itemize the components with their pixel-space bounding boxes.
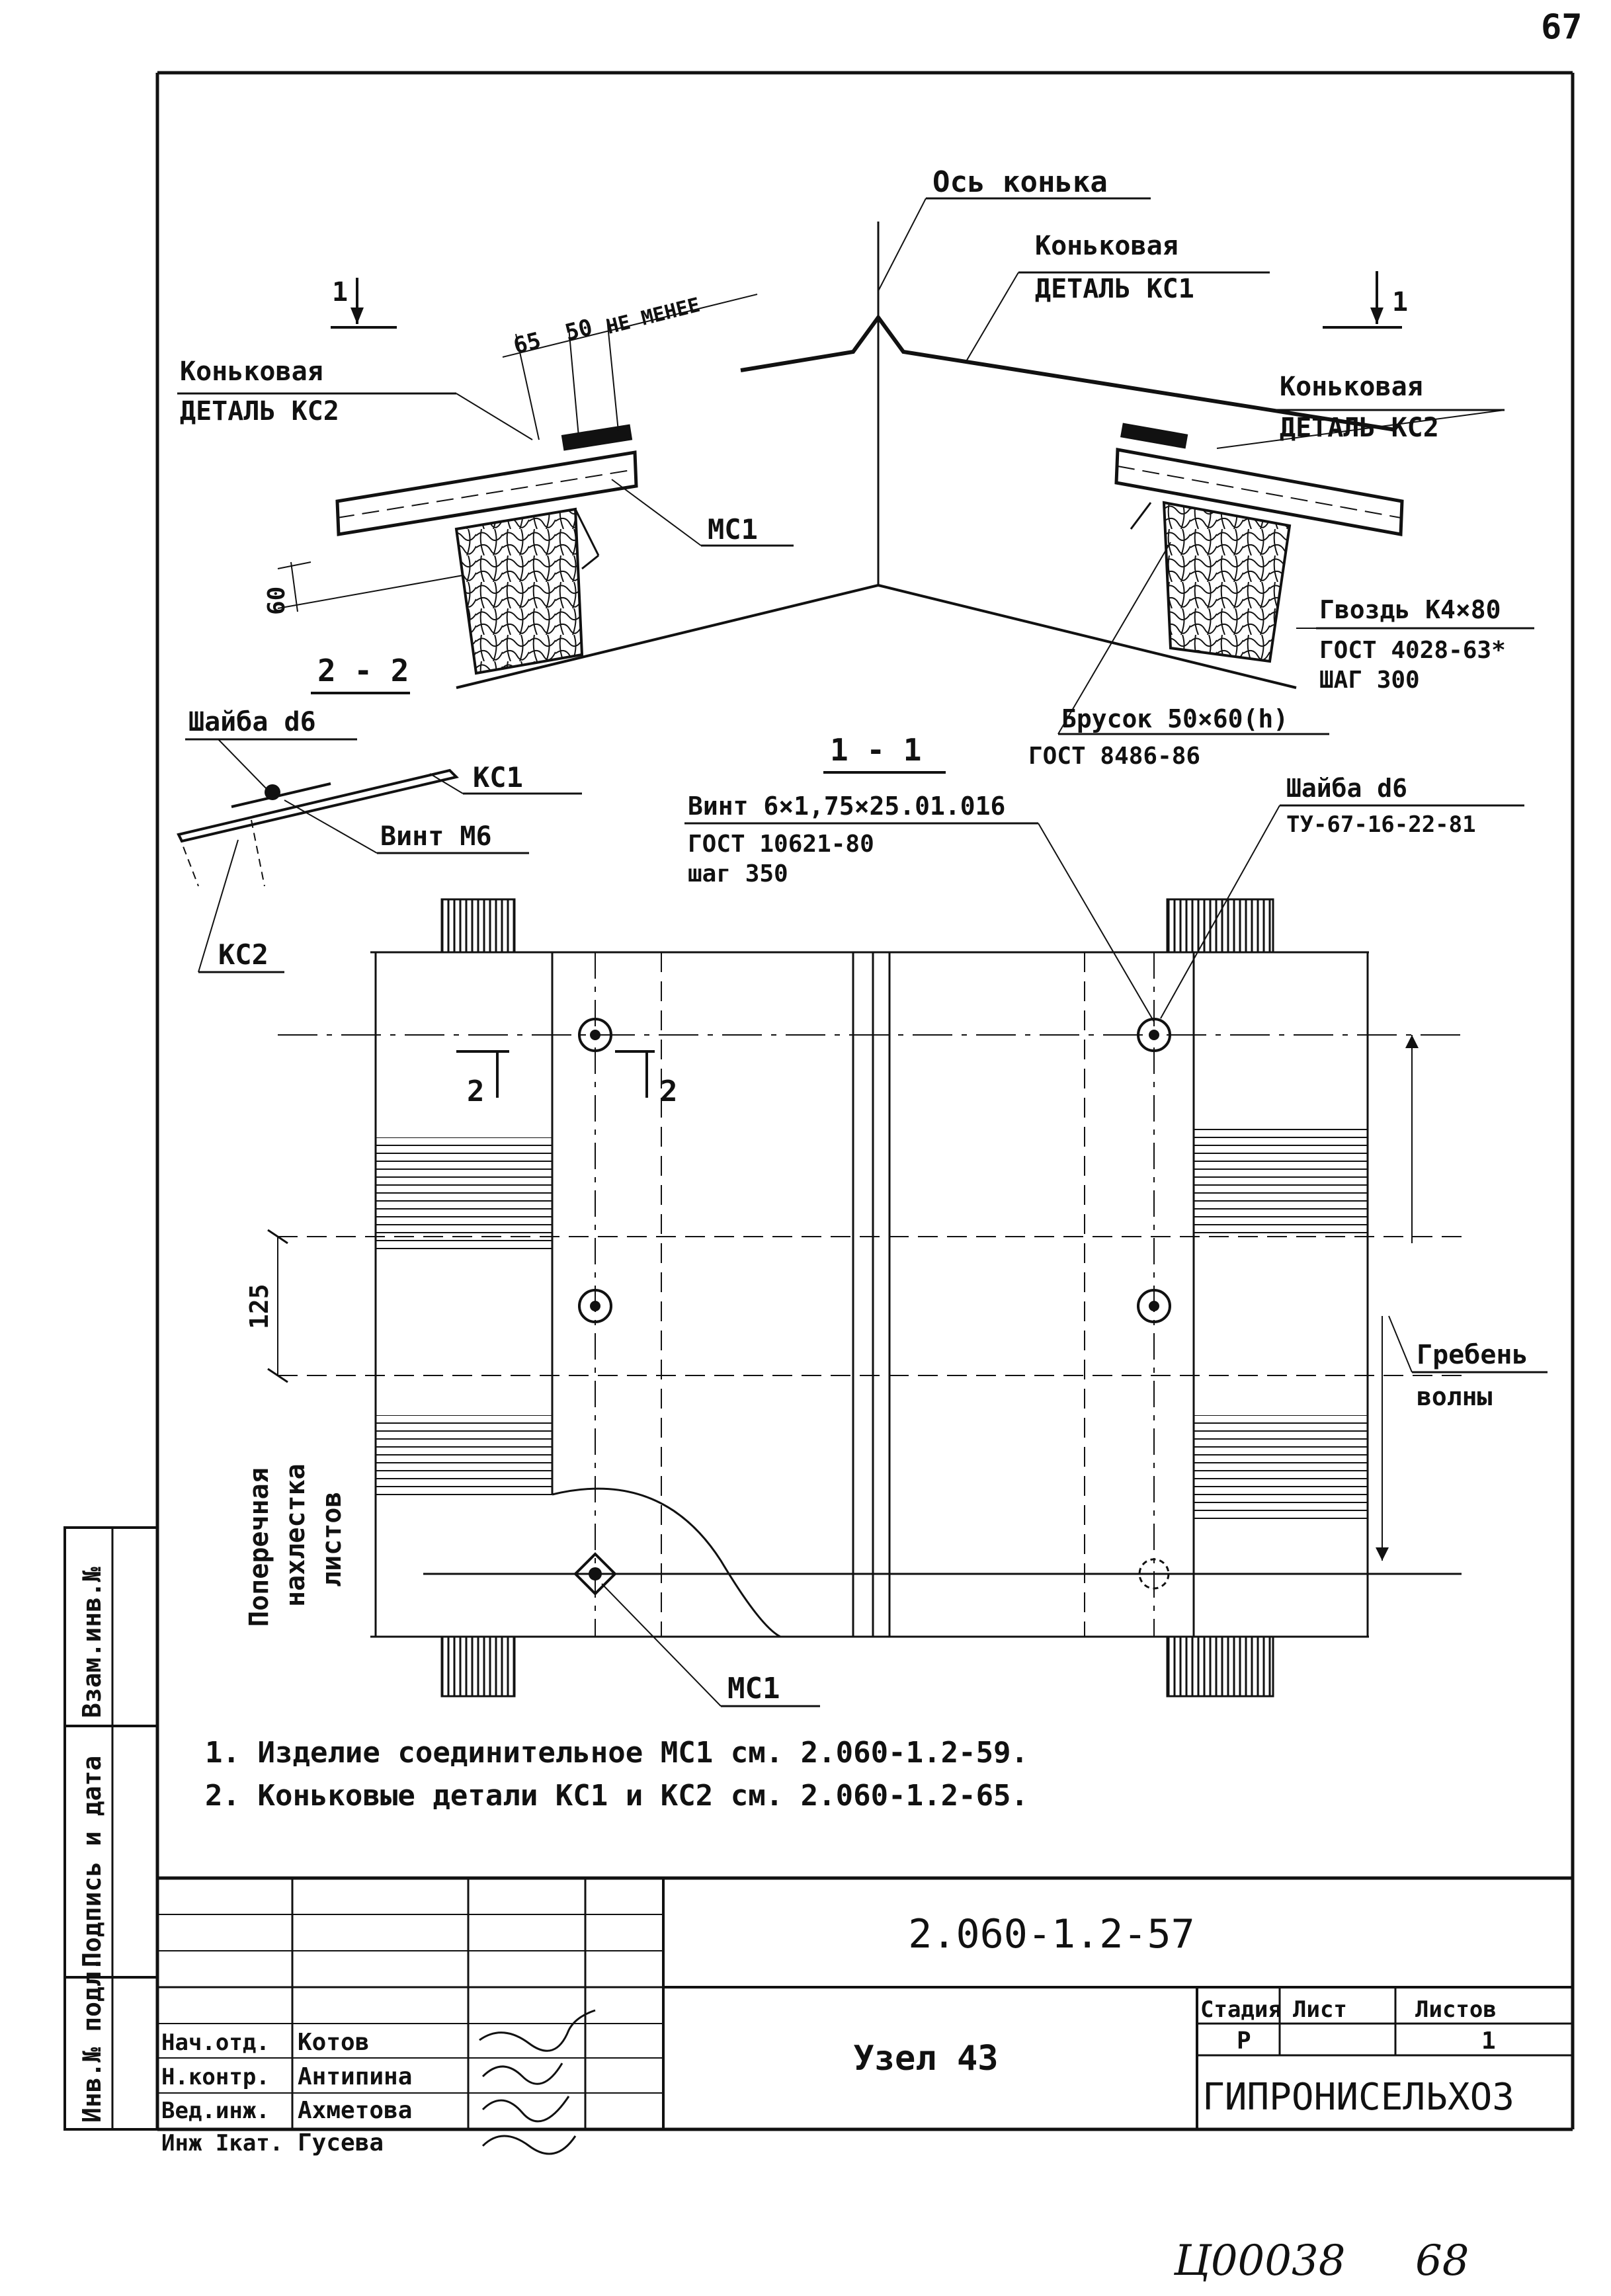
notes: 1. Изделие соединительное МС1 см. 2.060-… bbox=[205, 1736, 1028, 1813]
dim-60: 60 bbox=[263, 587, 290, 615]
screw-line2: ГОСТ 10621-80 bbox=[688, 831, 874, 858]
cut-2-left: 2 bbox=[467, 1075, 485, 1108]
stamp-original-inv: Инв.№ подл. bbox=[77, 1956, 106, 2123]
archive-code: Ц00038 bbox=[1173, 2236, 1345, 2285]
overlap-line1: Поперечная bbox=[244, 1467, 274, 1627]
dim-125: 125 bbox=[245, 1284, 274, 1329]
cut-1-right: 1 bbox=[1392, 287, 1408, 317]
section-1-1-view: 1 - 1 Винт 6×1,75×25.01.016 ГОСТ 10621-8… bbox=[244, 732, 1548, 1707]
cut-2-right: 2 bbox=[660, 1075, 678, 1108]
ks2-right-line2: ДЕТАЛЬ КС2 bbox=[1280, 413, 1439, 443]
washer-right-line1: Шайба d6 bbox=[1286, 774, 1407, 803]
ridge-axis-label: Ось конька bbox=[932, 165, 1108, 199]
drawing-title: Узел 43 bbox=[853, 2039, 998, 2078]
ks1-title-line1: Коньковая bbox=[1035, 231, 1178, 261]
note-1: 1. Изделие соединительное МС1 см. 2.060-… bbox=[205, 1736, 1028, 1770]
signature-1 bbox=[479, 2009, 596, 2052]
ks1-title-line2: ДЕТАЛЬ КС1 bbox=[1035, 274, 1194, 304]
bar-line2: ГОСТ 8486-86 bbox=[1028, 743, 1200, 770]
staff-role-2: Н.контр. bbox=[161, 2064, 270, 2090]
section-2-2-view: 2 - 2 Шайба d6 КС1 Винт М6 КС2 bbox=[177, 653, 582, 973]
bar-line1: Брусок 50×60(h) bbox=[1061, 704, 1288, 733]
organization-name: ГИПРОНИСЕЛЬХОЗ bbox=[1202, 2076, 1514, 2119]
crest-line2: волны bbox=[1417, 1382, 1493, 1411]
staff-name-2: Антипина bbox=[298, 2063, 412, 2090]
note-2: 2. Коньковые детали КС1 и КС2 см. 2.060-… bbox=[205, 1779, 1028, 1813]
nail-line2: ГОСТ 4028-63* bbox=[1319, 637, 1506, 664]
washer-right-line2: ТУ-67-16-22-81 bbox=[1286, 811, 1476, 838]
drawing-frame bbox=[155, 71, 1575, 2131]
stage-header: Стадия bbox=[1200, 1996, 1282, 2023]
cut-1-left: 1 bbox=[332, 277, 348, 308]
staff-role-4: Инж Iкат. bbox=[161, 2130, 283, 2156]
stage-value: Р bbox=[1237, 2028, 1251, 2055]
ks2-left-line2: ДЕТАЛЬ КС2 bbox=[180, 396, 339, 427]
ks2-small-label: КС2 bbox=[218, 938, 268, 971]
mc1-top-label: МС1 bbox=[708, 513, 758, 546]
signature-3 bbox=[481, 2096, 570, 2123]
signature-4 bbox=[481, 2135, 577, 2155]
staff-name-1: Котов bbox=[298, 2029, 369, 2056]
nail-line1: Гвоздь К4×80 bbox=[1319, 595, 1501, 624]
title-block: 2.060-1.2-57 Узел 43 Стадия Лист Листов … bbox=[157, 1876, 1573, 2156]
footer-page-number: 68 bbox=[1415, 2236, 1469, 2285]
section-1-1-title: 1 - 1 bbox=[830, 732, 921, 768]
page-number-top: 67 bbox=[1541, 7, 1583, 47]
sheet-header: Лист bbox=[1293, 1996, 1347, 2023]
doc-code: 2.060-1.2-57 bbox=[908, 1911, 1194, 1957]
staff-role-1: Нач.отд. bbox=[161, 2030, 270, 2056]
ks2-right-line1: Коньковая bbox=[1280, 372, 1423, 402]
staff-name-4: Гусева bbox=[298, 2129, 384, 2156]
staff-name-3: Ахметова bbox=[298, 2097, 412, 2124]
stamp-replacement-inv: Взам.инв.№ bbox=[77, 1567, 106, 1718]
nail-line3: ШАГ 300 bbox=[1319, 667, 1420, 694]
ridge-section-view: Ось конька Коньковая ДЕТАЛЬ КС1 60 65 50… bbox=[177, 165, 1534, 770]
screw-m6-label: Винт М6 bbox=[380, 821, 492, 852]
dim-65: 65 bbox=[511, 327, 544, 360]
signature-2 bbox=[481, 2063, 563, 2085]
staff-role-3: Вед.инж. bbox=[161, 2098, 270, 2124]
crest-line1: Гребень bbox=[1417, 1340, 1528, 1370]
stamp-signature-date: Подпись и дата bbox=[77, 1756, 106, 1967]
washer-left-label: Шайба d6 bbox=[188, 707, 316, 737]
mc1-bottom-label: МС1 bbox=[727, 1672, 780, 1705]
screw-line3: шаг 350 bbox=[688, 860, 788, 887]
side-stamp: Взам.инв.№ Подпись и дата Инв.№ подл. bbox=[63, 1526, 159, 2131]
screw-line1: Винт 6×1,75×25.01.016 bbox=[688, 792, 1005, 821]
overlap-line3: листов bbox=[317, 1492, 347, 1588]
ks2-left-line1: Коньковая bbox=[180, 356, 323, 387]
dim-50: 50 bbox=[563, 314, 595, 347]
sheets-value: 1 bbox=[1481, 2028, 1496, 2055]
dim-not-less: НЕ МЕНЕЕ bbox=[604, 294, 702, 339]
sheets-header: Листов bbox=[1415, 1996, 1497, 2023]
ks1-small-label: КС1 bbox=[473, 761, 523, 794]
overlap-line2: нахлестка bbox=[280, 1463, 311, 1607]
section-2-2-title: 2 - 2 bbox=[317, 653, 409, 688]
